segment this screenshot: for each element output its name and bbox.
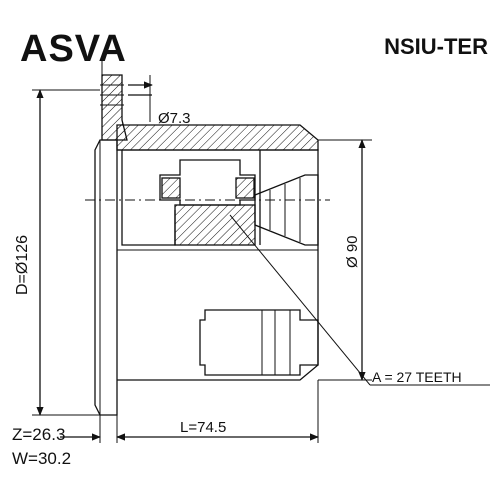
ball-cage: [159, 159, 256, 206]
part-number: NSIU-TER: [384, 34, 488, 59]
stub-shaft: [199, 309, 319, 376]
brand-logo: ASVA: [20, 28, 127, 70]
body-outline: [117, 149, 319, 381]
ball-cage-inner-right: [235, 177, 255, 199]
flange: [94, 139, 118, 416]
inner-diameter-label: Ø 90: [344, 235, 361, 268]
teeth-label: A = 27 TEETH: [372, 369, 462, 385]
teeth-leader: [229, 214, 371, 386]
z-label: Z=26.3: [12, 425, 66, 444]
d-label: D=Ø126: [14, 235, 31, 295]
stub-shaft-grooves: [261, 310, 291, 375]
inner-race-cone: [254, 174, 319, 246]
bolt-head: [100, 84, 124, 106]
bolt-hole-label: Ø7.3: [158, 110, 191, 127]
inner-race-lines: [269, 178, 301, 242]
l-label: L=74.5: [180, 419, 226, 436]
w-label: W=30.2: [12, 449, 72, 468]
spline-bore: [174, 204, 256, 246]
body-wall-section: [116, 124, 319, 151]
ball-cage-inner: [161, 177, 181, 199]
